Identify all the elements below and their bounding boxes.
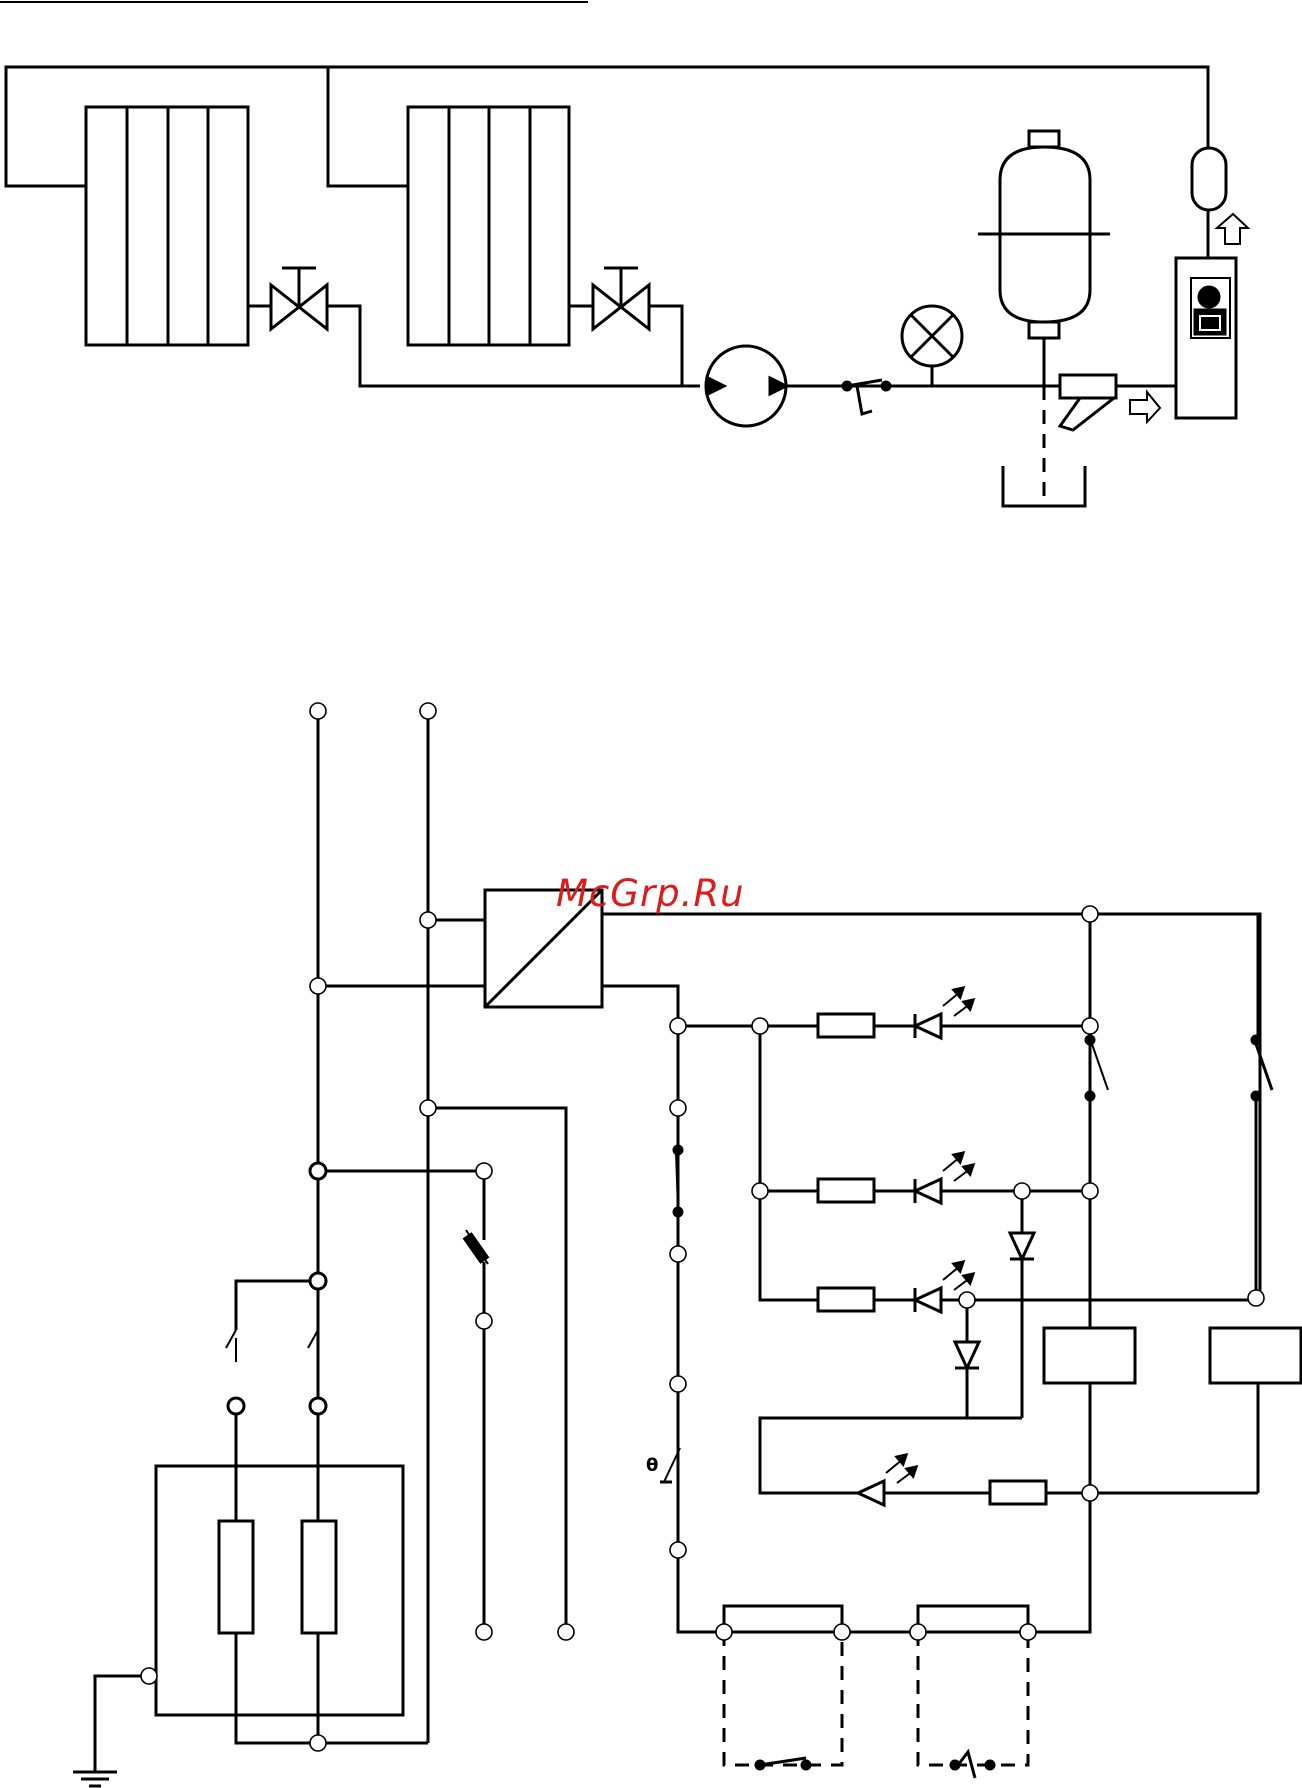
filter <box>1060 375 1116 430</box>
led-4 <box>858 1455 916 1505</box>
valve-2 <box>569 268 682 386</box>
valve-1 <box>248 268 700 386</box>
ground-icon <box>73 1676 156 1786</box>
watermark-text: McGrp.Ru <box>556 872 745 915</box>
supply-pipe <box>6 67 1208 186</box>
resistor-3 <box>818 1288 874 1311</box>
radiator-2 <box>408 107 569 345</box>
resistor-2 <box>818 1179 874 1202</box>
outlet-arrow-icon <box>1130 392 1160 422</box>
heater-return <box>236 1633 428 1743</box>
heater-enclosure <box>156 1466 403 1715</box>
led-1 <box>915 988 973 1038</box>
heater-feed <box>236 1281 318 1330</box>
radiator-1 <box>86 107 248 345</box>
safety-valve <box>1192 148 1226 258</box>
hydraulic-diagram <box>6 67 1248 506</box>
fuse-branch-top <box>318 1171 484 1228</box>
expansion-vessel <box>978 131 1110 386</box>
upward-arrow-icon <box>1217 214 1248 244</box>
thermostat-label: θ <box>646 1455 658 1476</box>
led-2 <box>915 1153 973 1203</box>
indicator-lamp <box>902 306 962 386</box>
relay-switch-2 <box>1256 1044 1272 1298</box>
fuse <box>465 1228 488 1632</box>
circulation-pump <box>706 346 786 426</box>
diode-return-wire <box>760 1418 1022 1493</box>
heating-element-2 <box>302 1521 336 1633</box>
boiler-unit <box>1176 258 1236 418</box>
diode-1 <box>1010 1191 1034 1418</box>
diode-2 <box>955 1300 979 1418</box>
transformer-output-top <box>602 914 1260 1298</box>
relay-coil-1 <box>1044 1328 1135 1383</box>
led-branch-vertical <box>760 1026 818 1300</box>
electrical-diagram <box>73 703 1301 1786</box>
relay-coil-2 <box>1210 1328 1301 1383</box>
neutral-branch <box>428 1108 566 1632</box>
pressure-switch-contact <box>676 1026 678 1210</box>
external-contact-1 <box>724 1606 842 1765</box>
heating-element-1 <box>219 1521 253 1633</box>
drain-tray <box>1003 386 1085 506</box>
heater-switch-1-blade <box>226 1330 236 1348</box>
resistor-1 <box>818 1014 874 1037</box>
resistor-4 <box>990 1481 1046 1504</box>
supply-pipe-branch <box>328 67 407 186</box>
